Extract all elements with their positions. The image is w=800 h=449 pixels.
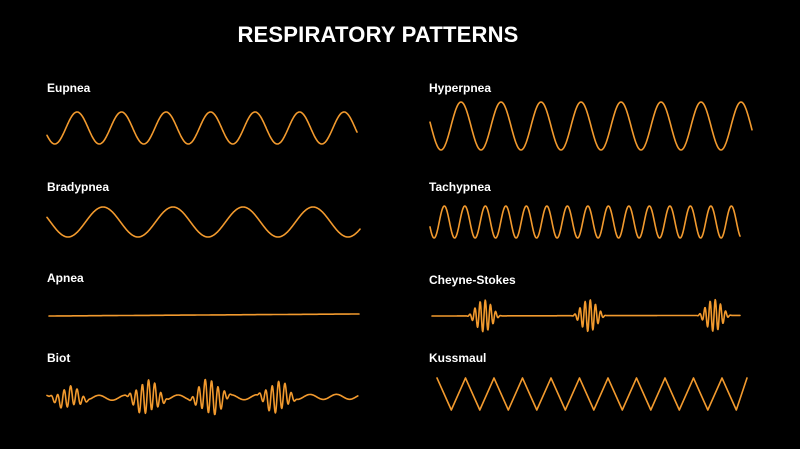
hyperpnea-waveform [429, 101, 753, 151]
label-eupnea: Eupnea [47, 81, 91, 95]
apnea-waveform [48, 313, 360, 317]
label-biot: Biot [47, 351, 71, 365]
label-cheyne-stokes: Cheyne-Stokes [429, 273, 516, 287]
biot-waveform [46, 378, 359, 416]
eupnea-waveform [46, 111, 358, 145]
label-bradypnea: Bradypnea [47, 180, 110, 194]
label-tachypnea: Tachypnea [429, 180, 491, 194]
bradypnea-waveform [46, 206, 361, 238]
tachypnea-waveform [429, 205, 741, 239]
label-hyperpnea: Hyperpnea [429, 81, 492, 95]
kussmaul-waveform [436, 377, 748, 411]
cheyne-stokes-waveform [431, 298, 741, 333]
diagram-title: RESPIRATORY PATTERNS [237, 22, 519, 47]
label-kussmaul: Kussmaul [429, 351, 487, 365]
label-apnea: Apnea [47, 271, 84, 285]
